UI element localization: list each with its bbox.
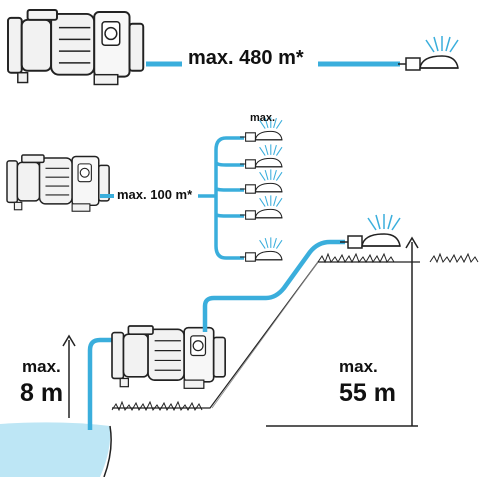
distance-horizontal-label: max. 480 m*: [188, 47, 304, 69]
sprinkler-icon: [239, 236, 283, 262]
sprinkler-icon: [239, 168, 283, 194]
pressure-hose: [202, 239, 345, 332]
faint-ground: [211, 261, 319, 409]
lift-value-label: 55 m: [339, 379, 396, 407]
hose-100-manifold: [198, 136, 244, 260]
lift-max-label: max.: [339, 357, 378, 376]
top-pump-icon: [7, 9, 145, 86]
top-sprinkler-icon: [397, 35, 459, 71]
water-basin: [0, 422, 111, 477]
water-bank: [103, 425, 112, 478]
sprinkler-count-label: max.: [250, 112, 276, 124]
suction-value-label: 8 m: [20, 379, 64, 407]
up-arrow-icon: [62, 334, 76, 418]
middle-pump-icon: [6, 154, 110, 212]
sprinkler-stack: [239, 116, 283, 262]
sprinkler-icon: [239, 194, 283, 220]
suction-max-label: max.: [22, 357, 61, 376]
grass-icon: [111, 252, 479, 412]
distance-distribution-label: max. 100 m*: [117, 187, 193, 202]
slope-sprinkler-icon: [339, 213, 401, 249]
sprinkler-icon: [239, 143, 283, 169]
up-arrow-icon: [266, 236, 419, 427]
suction-hose: [87, 337, 118, 430]
bottom-pump-icon: [111, 325, 226, 390]
